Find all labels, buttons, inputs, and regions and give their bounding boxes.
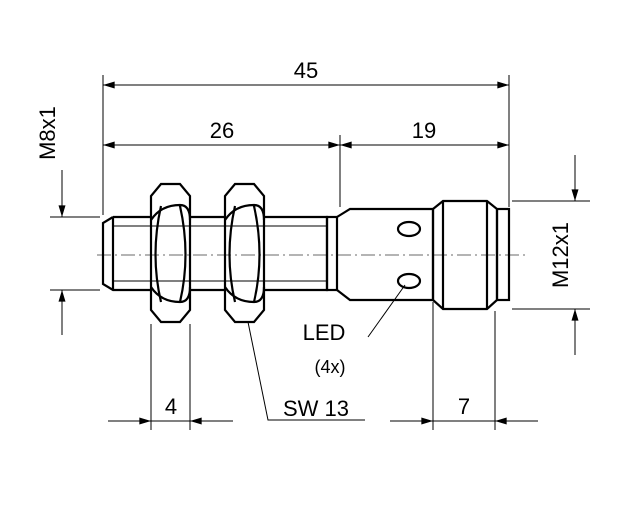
dim-19: 19 <box>412 118 436 143</box>
dimension-lines <box>58 81 579 425</box>
extension-lines <box>50 75 590 430</box>
nuts <box>149 182 266 324</box>
sensor-body <box>101 199 511 311</box>
dim-4: 4 <box>165 394 177 419</box>
dim-7: 7 <box>458 394 470 419</box>
led-window <box>396 272 422 290</box>
label-led-count: (4x) <box>315 357 346 377</box>
dim-45: 45 <box>294 58 318 83</box>
label-m12x1: M12x1 <box>548 222 573 288</box>
label-led: LED <box>303 320 346 345</box>
dim-26: 26 <box>210 118 234 143</box>
label-m8x1: M8x1 <box>35 106 60 160</box>
label-sw13: SW 13 <box>283 396 349 421</box>
